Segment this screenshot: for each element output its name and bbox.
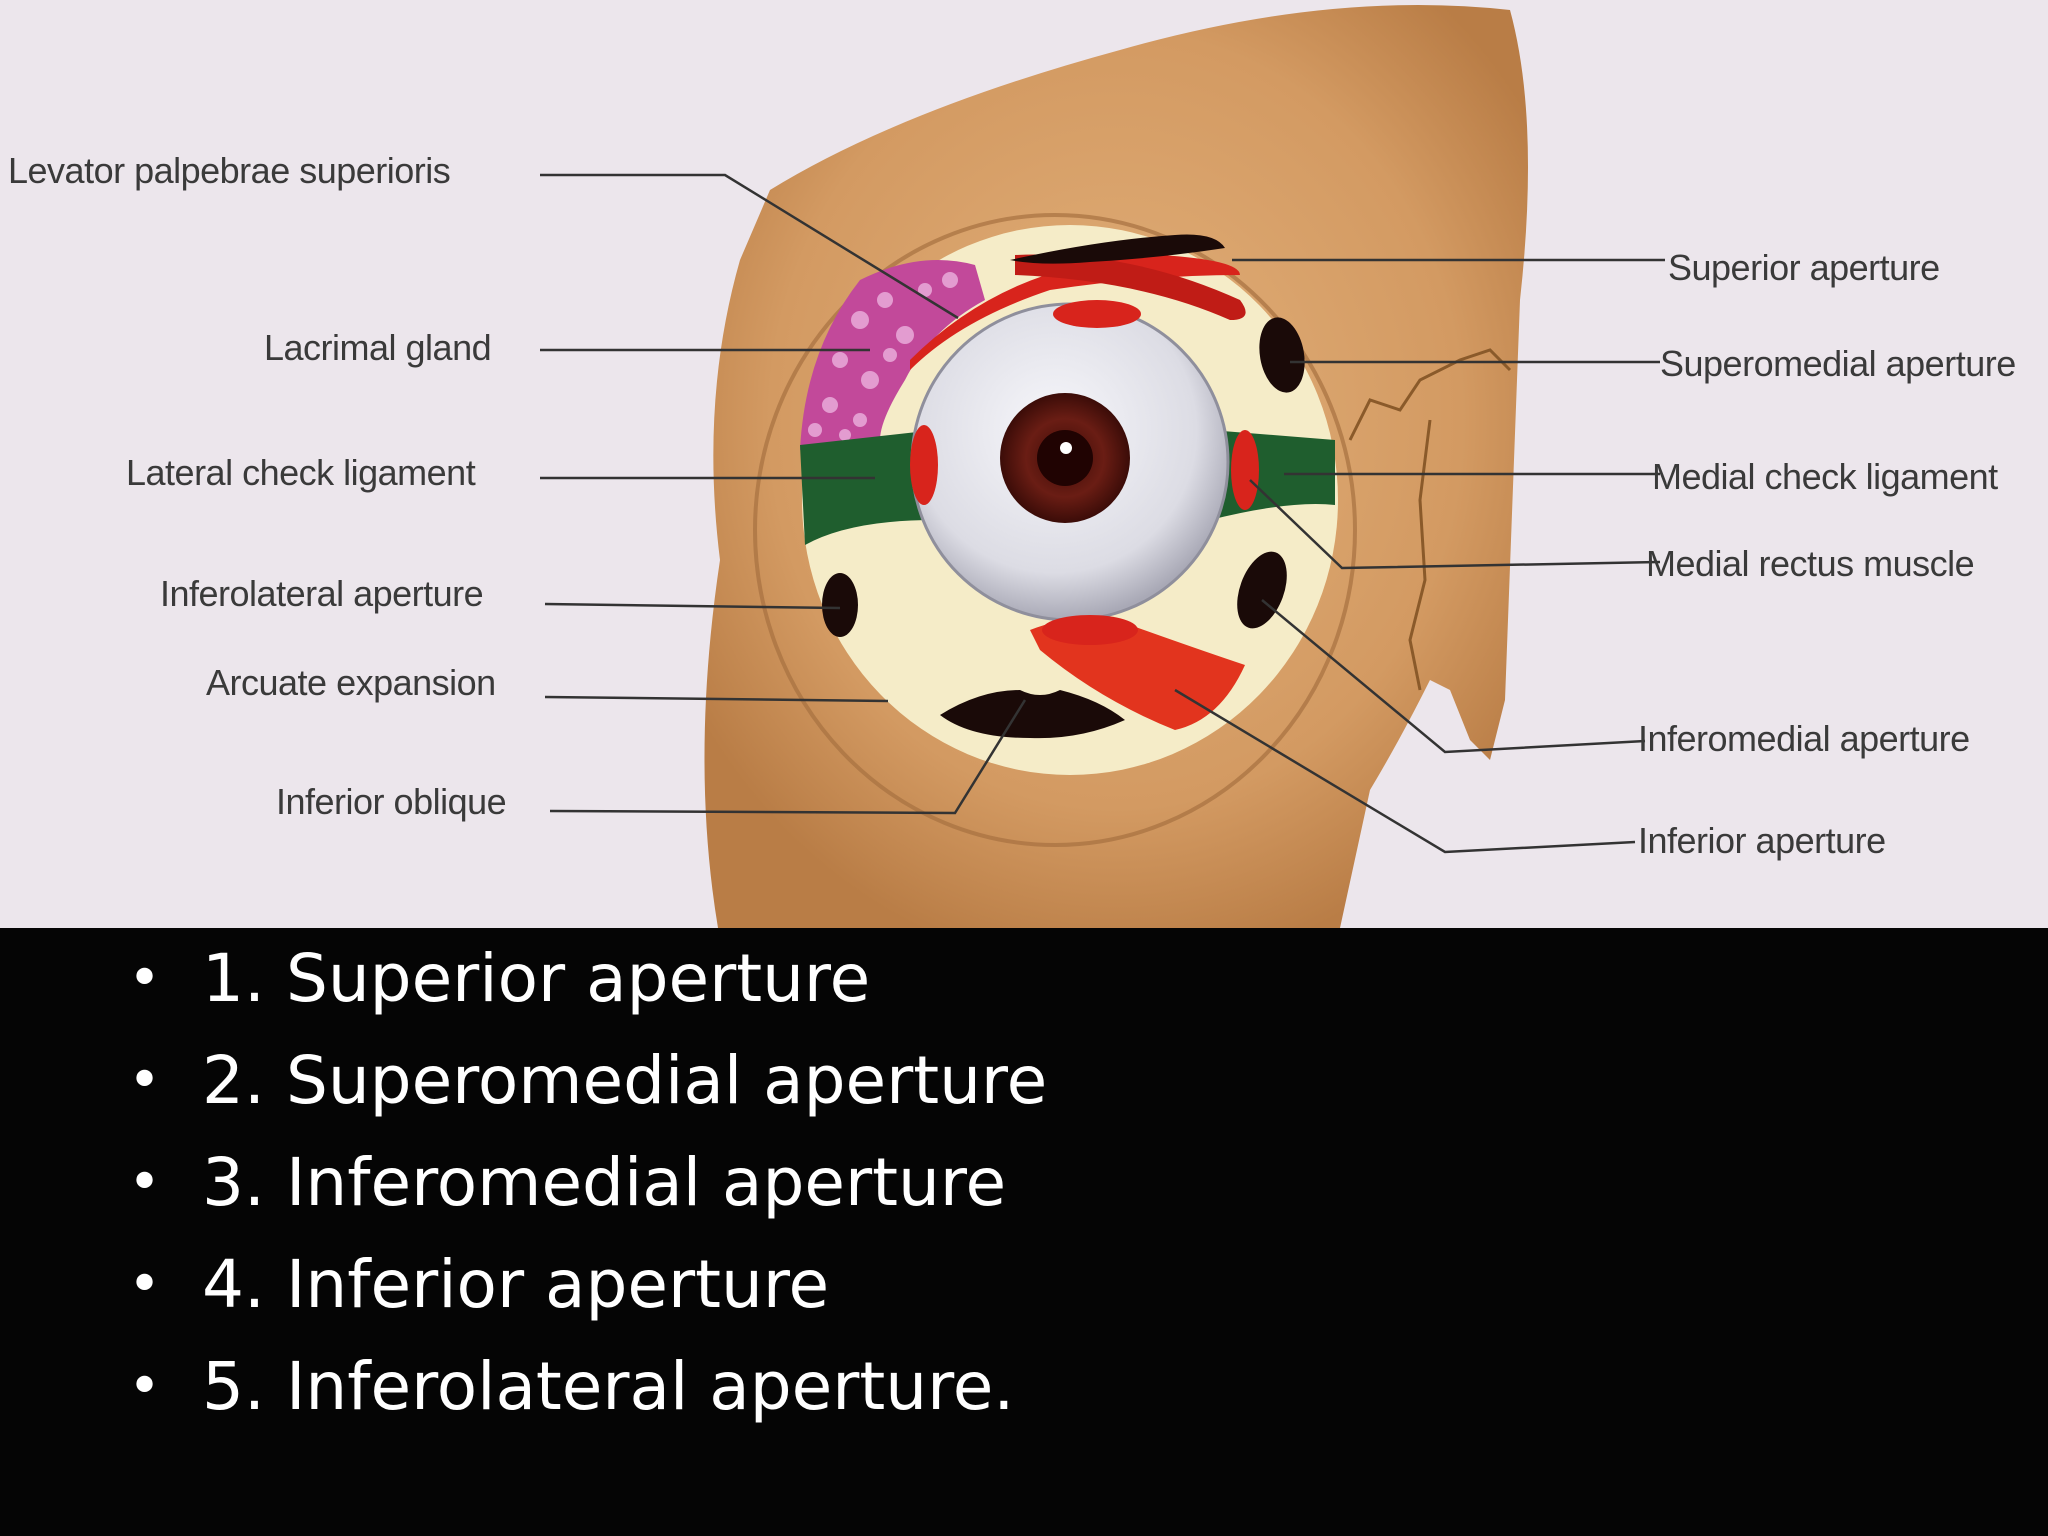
inferior-oblique-muscle — [1030, 618, 1245, 730]
superomedial-aperture — [1259, 317, 1305, 393]
label-lateral-check-ligament: Lateral check ligament — [126, 452, 476, 493]
pupil-highlight — [1060, 442, 1072, 454]
list-item-text: 4. Inferior aperture — [202, 1246, 830, 1323]
orbit-rim — [753, 213, 1357, 847]
superior-aperture — [1010, 234, 1225, 264]
medial-rectus-insertion — [1231, 430, 1259, 510]
label-levator-palpebrae-superioris: Levator palpebrae superioris — [8, 150, 451, 191]
inferolateral-aperture — [822, 573, 858, 637]
list-item: • 3. Inferomedial aperture — [120, 1132, 2020, 1234]
label-medial-check-ligament: Medial check ligament — [1652, 456, 1998, 497]
label-superior-aperture: Superior aperture — [1668, 247, 1940, 288]
label-inferolateral-aperture: Inferolateral aperture — [160, 573, 484, 614]
lateral-check-ligament — [800, 430, 935, 545]
pupil — [1037, 430, 1093, 486]
bullet-icon: • — [128, 1354, 162, 1419]
bullet-icon: • — [128, 946, 162, 1011]
bullet-icon: • — [128, 1150, 162, 1215]
orbit-diagram: Levator palpebrae superioris Lacrimal gl… — [0, 0, 2048, 928]
list-item-text: 5. Inferolateral aperture. — [202, 1348, 1015, 1425]
label-lacrimal-gland: Lacrimal gland — [264, 327, 492, 368]
label-arcuate-expansion: Arcuate expansion — [206, 662, 496, 703]
label-inferior-aperture: Inferior aperture — [1638, 820, 1886, 861]
list-item: • 4. Inferior aperture — [120, 1234, 2020, 1336]
lateral-rectus-insertion — [910, 425, 938, 505]
label-superomedial-aperture: Superomedial aperture — [1660, 343, 2016, 384]
list-item-text: 1. Superior aperture — [202, 940, 871, 1017]
inferior-aperture — [940, 690, 1125, 739]
bullet-icon: • — [128, 1048, 162, 1113]
orbit-illustration — [540, 5, 1665, 928]
aperture-list: • 1. Superior aperture • 2. Superomedial a… — [120, 928, 2020, 1438]
bullet-icon: • — [128, 1252, 162, 1317]
list-item-text: 3. Inferomedial aperture — [202, 1144, 1007, 1221]
label-medial-rectus-muscle: Medial rectus muscle — [1646, 543, 1975, 584]
inferior-rectus-insertion — [1042, 615, 1138, 645]
list-item: • 2. Superomedial aperture — [120, 1030, 2020, 1132]
list-item: • 5. Inferolateral aperture. — [120, 1336, 2020, 1438]
label-inferior-oblique: Inferior oblique — [276, 781, 507, 822]
list-item: • 1. Superior aperture — [120, 928, 2020, 1030]
leader-lines — [540, 173, 1665, 854]
label-inferomedial-aperture: Inferomedial aperture — [1638, 718, 1970, 759]
superior-rectus-insertion — [1053, 300, 1141, 328]
list-item-text: 2. Superomedial aperture — [202, 1042, 1048, 1119]
superior-rectus-band — [1015, 254, 1246, 320]
